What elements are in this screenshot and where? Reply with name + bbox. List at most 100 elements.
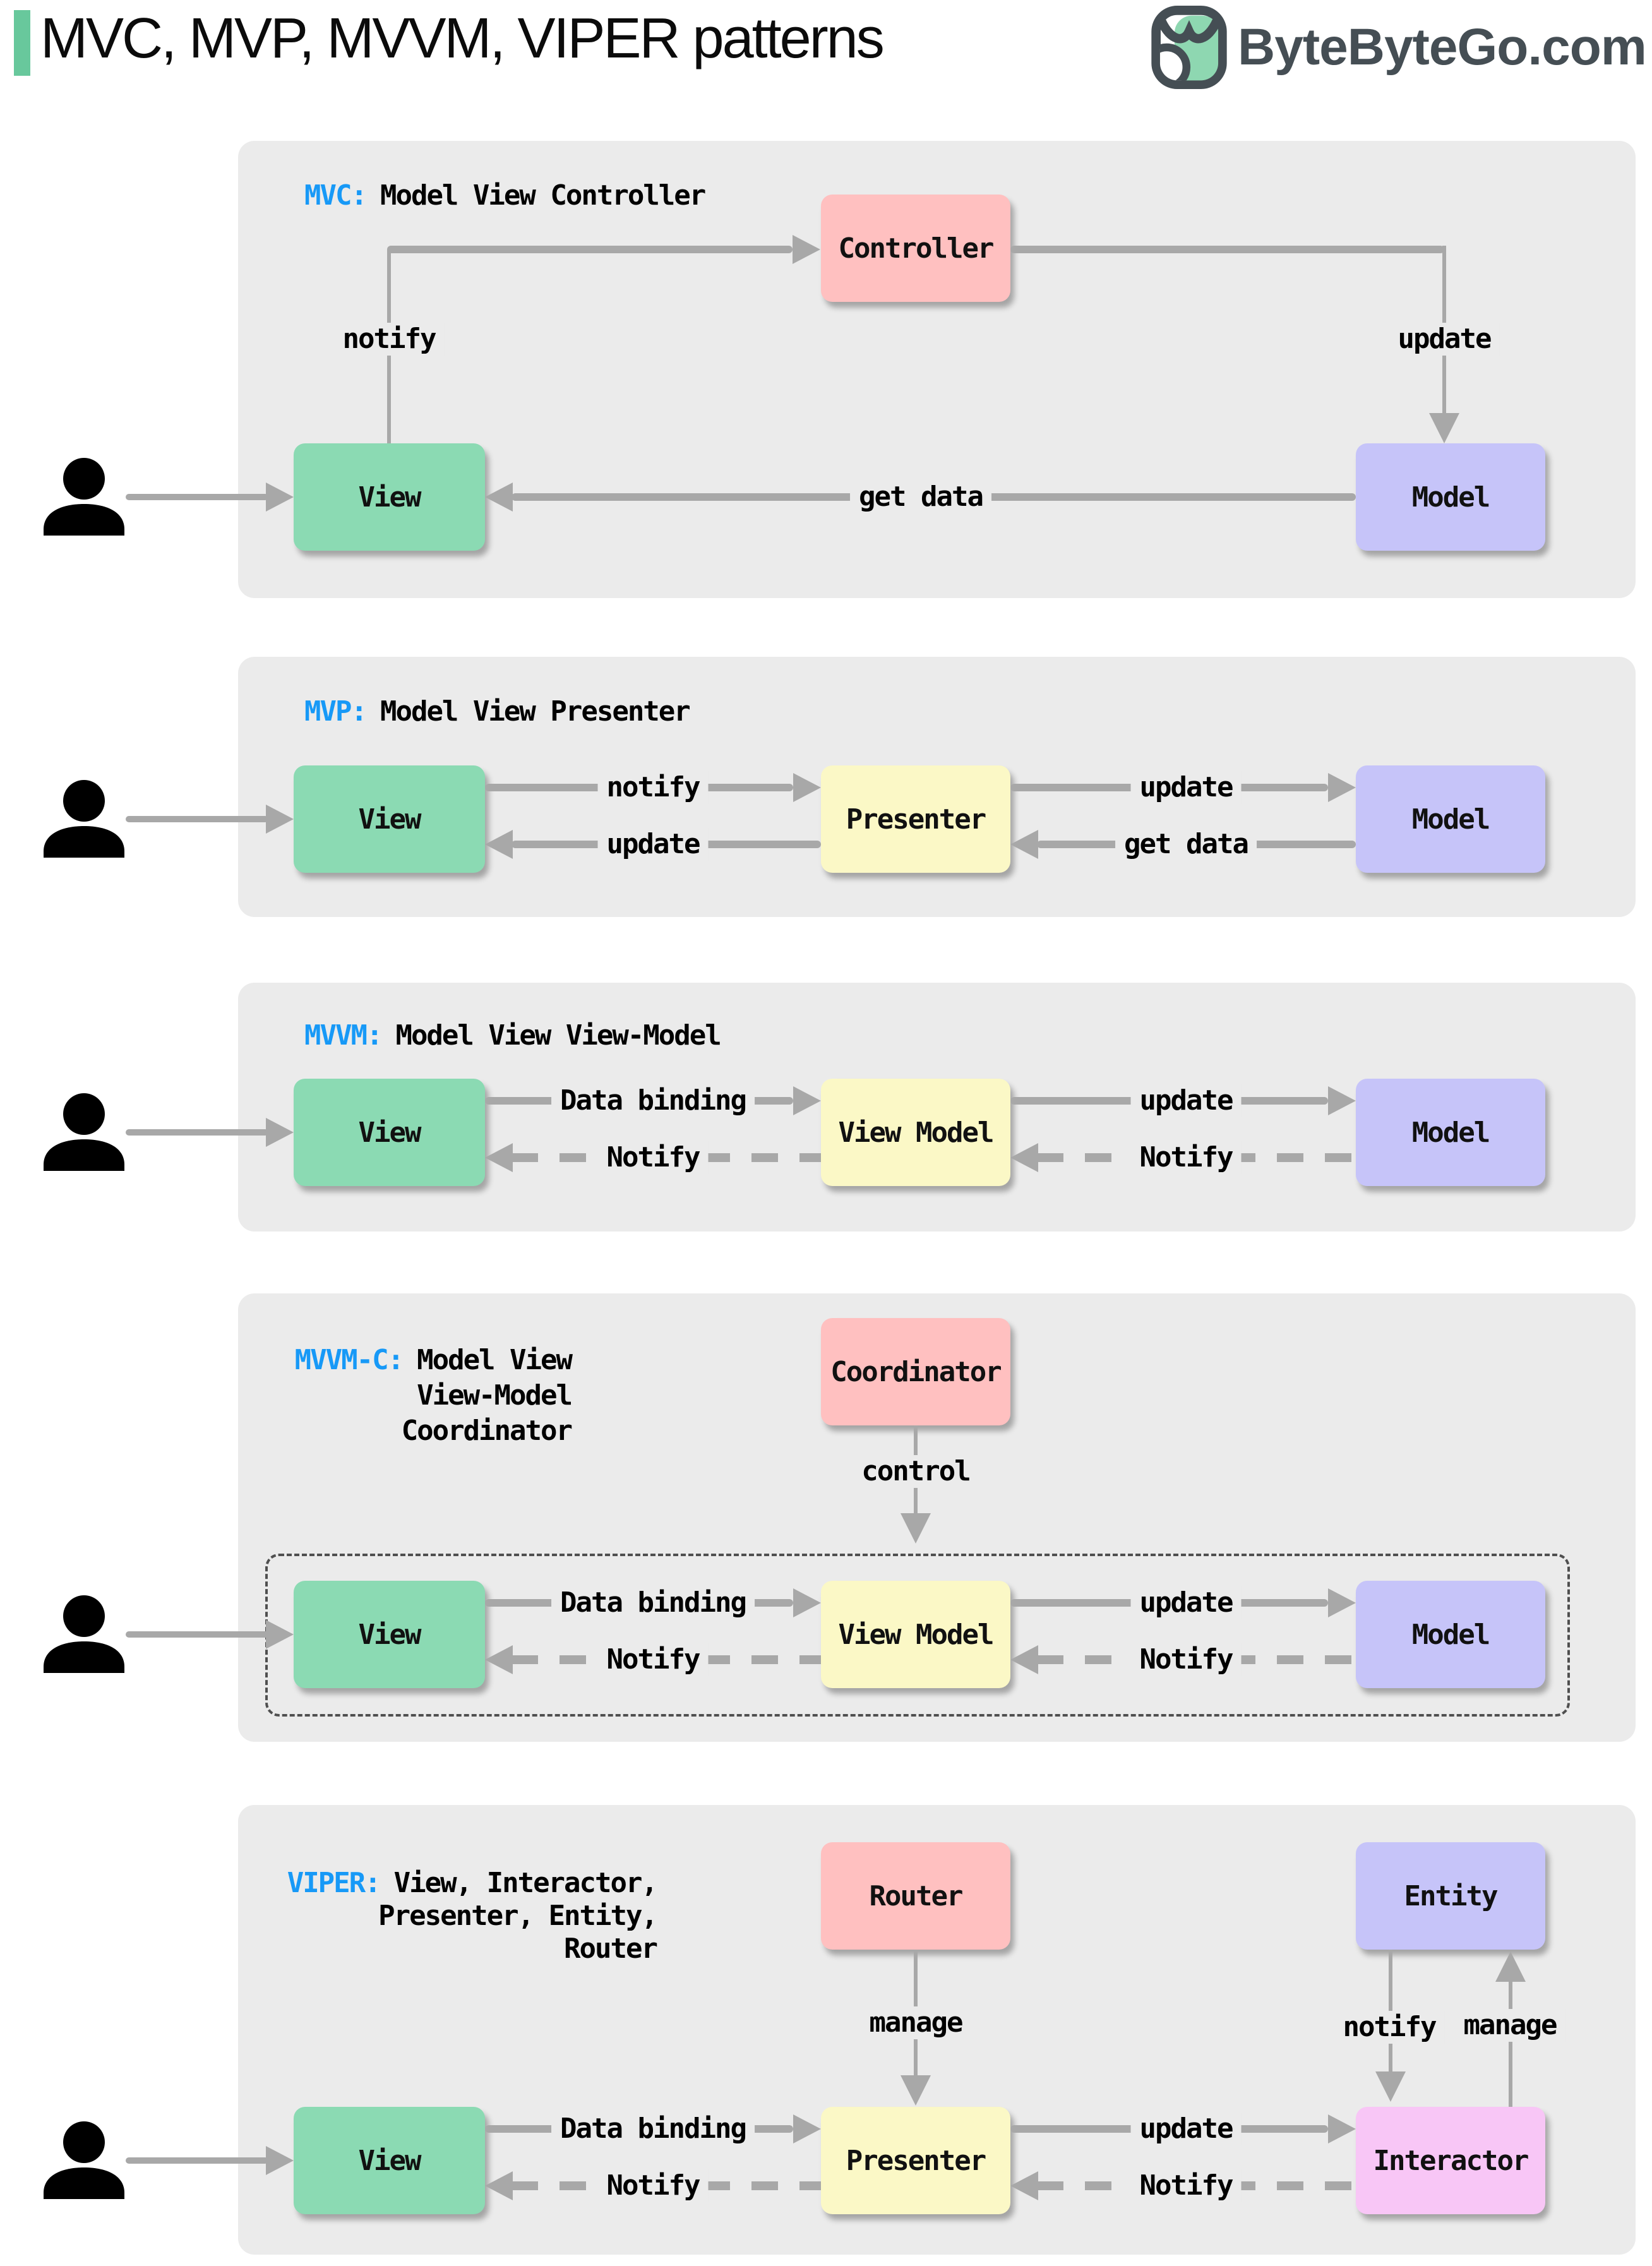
user-to-view-arrow-line <box>126 1631 268 1638</box>
mvp-update-top-arrowhead <box>1328 773 1356 802</box>
user-icon <box>44 1093 124 1171</box>
viper-update-arrowhead <box>1328 2114 1356 2143</box>
viper-router-node: Router <box>821 1842 1010 1950</box>
mvc-view-node: View <box>294 443 485 551</box>
mvvmc-view-node: View <box>294 1581 485 1688</box>
section-viper: VIPER: View, Interactor, Presenter, Entit… <box>238 1805 1636 2255</box>
mvvmc-control-edge-label: control <box>853 1455 979 1488</box>
brand-text: ByteByteGo.com <box>1238 18 1647 76</box>
mvc-section-title: MVC: Model View Controller <box>304 178 706 213</box>
mvvm-notify-right-arrowhead <box>1010 1143 1038 1172</box>
viper-data-binding-edge-label: Data binding <box>551 2113 755 2145</box>
mvvm-model-node: Model <box>1356 1079 1545 1186</box>
mvp-get-data-edge-label: get data <box>1115 828 1257 861</box>
mvvm-update-arrowhead <box>1328 1086 1356 1115</box>
viper-manage-router-arrowhead <box>901 2075 931 2106</box>
mvvmc-model-node: Model <box>1356 1581 1545 1688</box>
viper-update-edge-label: update <box>1130 2113 1242 2145</box>
mvvmc-coordinator-node: Coordinator <box>821 1318 1010 1425</box>
page-title: MVC, MVP, MVVM, VIPER patterns <box>40 7 885 70</box>
viper-title-line1: View, Interactor, <box>393 1867 658 1899</box>
mvp-get-data-arrowhead <box>1010 830 1038 859</box>
mvvm-view-model-node: View Model <box>821 1079 1010 1186</box>
mvvmc-update-arrowhead <box>1328 1588 1356 1617</box>
user-icon <box>44 458 124 536</box>
viper-manage-router-edge-label: manage <box>860 2006 971 2039</box>
user-to-view-arrowhead <box>266 1620 294 1649</box>
mvc-get-data-arrowhead <box>485 483 513 512</box>
mvvmc-title-line3: Coordinator <box>401 1415 573 1447</box>
mvc-view-to-controller-line-horizontal <box>387 246 793 253</box>
viper-manage-entity-line <box>1509 1979 1512 2107</box>
mvvm-data-binding-edge-label: Data binding <box>551 1084 755 1117</box>
mvvmc-section-title: MVVM-C: Model View View-Model Coordinator <box>284 1343 573 1449</box>
mvvmc-control-arrowhead <box>901 1513 931 1544</box>
mvvm-data-binding-arrowhead <box>793 1086 821 1115</box>
mvvm-notify-left-arrowhead <box>485 1143 513 1172</box>
mvp-abbr: MVP: <box>304 695 368 728</box>
viper-view-node: View <box>294 2107 485 2214</box>
viper-notify-entity-line <box>1389 1950 1392 2071</box>
mvvmc-abbr: MVVM-C: <box>294 1344 404 1376</box>
user-to-view-arrow-line <box>126 494 268 500</box>
mvvm-notify-left-edge-label: Notify <box>597 1141 709 1174</box>
mvvm-title-text: Model View View-Model <box>395 1019 721 1052</box>
user-to-view-arrow-line <box>126 2157 268 2164</box>
mvvmc-title-line1: Model View <box>417 1344 573 1376</box>
viper-notify-left-arrowhead <box>485 2171 513 2200</box>
user-to-view-arrowhead <box>266 483 294 512</box>
mvp-update-bottom-arrowhead <box>485 830 513 859</box>
mvp-notify-arrowhead <box>793 773 821 802</box>
title-accent-bar <box>14 10 30 76</box>
viper-notify-entity-edge-label: notify <box>1334 2011 1445 2044</box>
viper-data-binding-arrowhead <box>793 2114 821 2143</box>
section-mvvm: MVVM: Model View View-Model View View Mod… <box>238 983 1636 1232</box>
user-to-view-arrowhead <box>266 2146 294 2175</box>
mvvmc-notify-right-arrowhead <box>1010 1645 1038 1674</box>
section-mvc: MVC: Model View Controller Controller Vie… <box>238 141 1636 598</box>
mvp-title-text: Model View Presenter <box>380 695 691 728</box>
mvc-controller-to-model-line-horizontal <box>1010 246 1444 253</box>
mvvm-update-edge-label: update <box>1130 1084 1242 1117</box>
mvvmc-view-model-node: View Model <box>821 1581 1010 1688</box>
viper-abbr: VIPER: <box>287 1867 381 1899</box>
mvp-section-title: MVP: Model View Presenter <box>304 694 691 729</box>
user-to-view-arrow-line <box>126 1129 268 1136</box>
mvvmc-title-line2: View-Model <box>417 1379 573 1412</box>
mvvmc-update-edge-label: update <box>1130 1586 1242 1619</box>
mvc-controller-node: Controller <box>821 195 1010 302</box>
user-to-view-arrow-line <box>126 816 268 822</box>
viper-notify-right-edge-label: Notify <box>1130 2169 1242 2202</box>
mvvm-abbr: MVVM: <box>304 1019 383 1052</box>
mvp-model-node: Model <box>1356 765 1545 873</box>
viper-notify-right-arrowhead <box>1010 2171 1038 2200</box>
mvvm-view-node: View <box>294 1079 485 1186</box>
mvp-view-node: View <box>294 765 485 873</box>
viper-interactor-node: Interactor <box>1356 2107 1545 2214</box>
user-to-view-arrowhead <box>266 1118 294 1147</box>
mvc-controller-to-model-arrowhead <box>1429 413 1459 443</box>
user-to-view-arrowhead <box>266 805 294 834</box>
mvc-get-data-edge-label: get data <box>850 481 991 513</box>
bytebytego-logo-icon <box>1151 6 1227 89</box>
viper-title-line3: Router <box>564 1933 658 1965</box>
mvvmc-notify-left-edge-label: Notify <box>597 1643 709 1676</box>
mvvmc-data-binding-edge-label: Data binding <box>551 1586 755 1619</box>
mvp-presenter-node: Presenter <box>821 765 1010 873</box>
user-icon <box>44 780 124 858</box>
viper-section-title: VIPER: View, Interactor, Presenter, Entit… <box>273 1867 658 1965</box>
viper-title-line2: Presenter, Entity, <box>378 1900 658 1932</box>
viper-manage-entity-arrowhead <box>1495 1951 1526 1982</box>
mvc-abbr: MVC: <box>304 179 368 212</box>
mvc-update-edge-label: update <box>1389 323 1500 356</box>
mvp-update-bottom-edge-label: update <box>597 828 709 861</box>
user-icon <box>44 2121 124 2199</box>
mvvmc-notify-left-arrowhead <box>485 1645 513 1674</box>
section-mvp: MVP:Model View Presenter View Presenter … <box>238 657 1636 917</box>
viper-manage-entity-edge-label: manage <box>1454 2009 1565 2042</box>
mvvm-notify-right-edge-label: Notify <box>1130 1141 1242 1174</box>
viper-notify-entity-arrowhead <box>1375 2071 1406 2102</box>
mvc-notify-edge-label: notify <box>333 323 445 356</box>
viper-notify-left-edge-label: Notify <box>597 2169 709 2202</box>
mvc-title-text: Model View Controller <box>380 179 706 212</box>
